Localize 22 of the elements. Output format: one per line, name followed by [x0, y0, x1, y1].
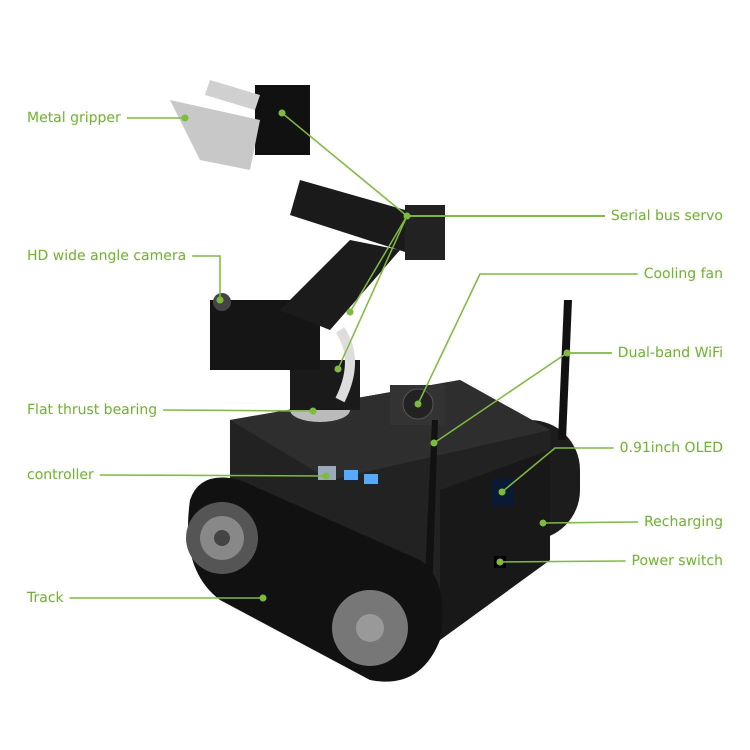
leader-line	[540, 520, 638, 526]
callout-label: Metal gripper	[27, 109, 121, 127]
callout-label: Dual-band WiFi	[618, 344, 723, 362]
leader-line	[496, 558, 626, 566]
leader-line	[100, 472, 330, 480]
callout-label: Track	[27, 589, 64, 607]
leader-line	[334, 215, 605, 372]
callout-label: controller	[27, 466, 94, 484]
leader-line	[192, 255, 224, 304]
leader-line	[430, 352, 612, 446]
callout-label: Cooling fan	[644, 265, 723, 283]
callout-label: Serial bus servo	[610, 207, 723, 225]
callout-label: Flat thrust bearing	[27, 401, 158, 419]
leader-line	[70, 594, 266, 602]
callout-label: Recharging	[644, 513, 723, 531]
leader-line	[498, 447, 614, 496]
callout-label: HD wide angle camera	[27, 247, 186, 265]
callout-label: 0.91inch OLED	[620, 439, 723, 457]
leader-line	[163, 408, 316, 414]
callout-label: Power switch	[632, 552, 723, 570]
leader-line	[126, 114, 188, 122]
leader-line	[414, 273, 638, 408]
